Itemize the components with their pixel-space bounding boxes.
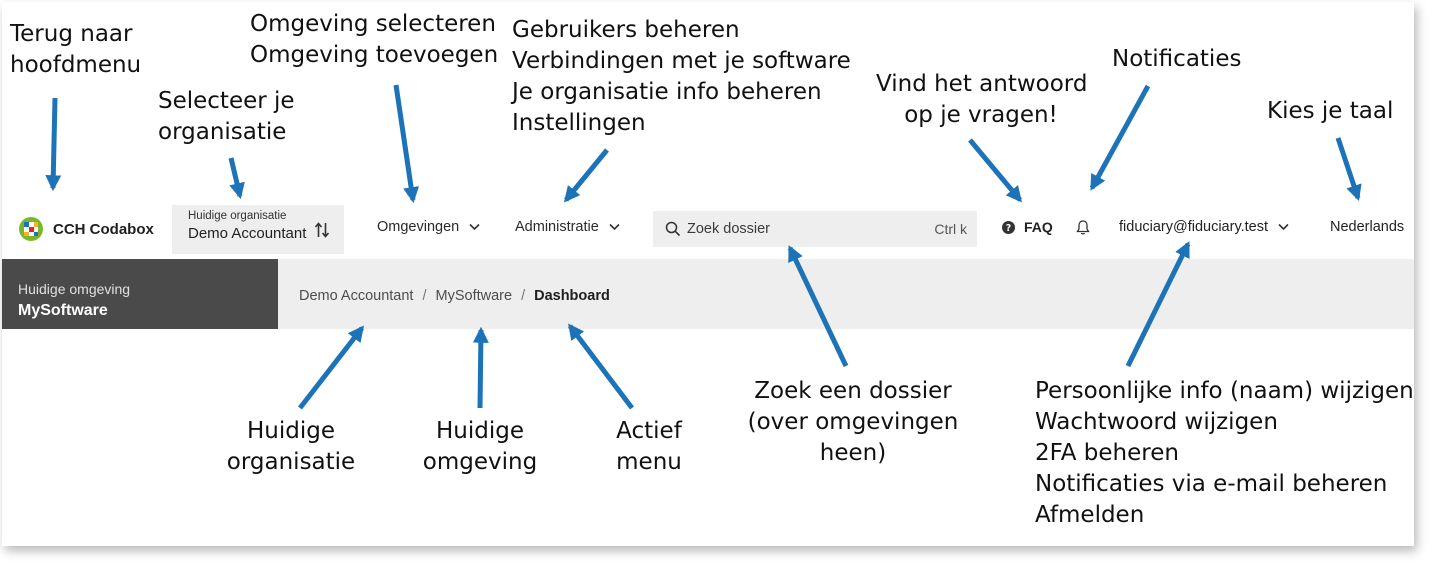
organization-selector[interactable]: Huidige organisatie Demo Accountant	[172, 205, 344, 254]
breadcrumb-separator: /	[422, 288, 427, 304]
question-circle-icon: ?	[1002, 220, 1015, 234]
environments-menu-label: Omgevingen	[377, 219, 460, 235]
svg-text:?: ?	[1006, 223, 1012, 234]
search-shortcut-hint: Ctrl k	[934, 221, 967, 237]
org-selector-label: Huidige organisatie	[188, 210, 287, 222]
faq-label: FAQ	[1024, 219, 1053, 235]
user-email: fiduciary@fiduciary.test	[1119, 219, 1269, 235]
swap-arrows-icon	[314, 222, 330, 238]
current-environment-label: Huidige omgeving	[18, 281, 131, 297]
current-environment-name: MySoftware	[18, 302, 108, 319]
faq-link[interactable]: ? FAQ	[1002, 219, 1053, 235]
chevron-down-icon	[1278, 223, 1289, 231]
codabox-logo-icon	[19, 217, 43, 241]
logo-home-link[interactable]: CCH Codabox	[18, 216, 154, 242]
org-selector-name: Demo Accountant	[188, 225, 307, 242]
current-environment-panel: Huidige omgeving MySoftware	[2, 259, 278, 329]
logo-text: CCH Codabox	[53, 220, 154, 238]
administration-menu-label: Administratie	[515, 219, 599, 235]
user-menu[interactable]: fiduciary@fiduciary.test	[1119, 219, 1289, 235]
search-input[interactable]	[687, 211, 917, 247]
breadcrumb-active-page: Dashboard	[534, 288, 610, 304]
chevron-down-icon	[609, 223, 620, 231]
search-icon	[665, 221, 681, 237]
breadcrumb-separator: /	[521, 288, 526, 304]
language-selector[interactable]: Nederlands	[1330, 219, 1405, 235]
search-box[interactable]: Ctrl k	[653, 211, 977, 247]
environments-menu[interactable]: Omgevingen	[377, 219, 480, 235]
top-navbar: CCH Codabox Huidige organisatie Demo Acc…	[2, 202, 1414, 259]
bell-icon[interactable]	[1076, 219, 1090, 236]
breadcrumb-organization[interactable]: Demo Accountant	[299, 288, 414, 304]
breadcrumb-environment[interactable]: MySoftware	[435, 288, 513, 304]
chevron-down-icon	[469, 223, 480, 231]
annotation-notifications: Notificaties	[1112, 46, 1242, 72]
breadcrumb: Demo Accountant / MySoftware / Dashboard	[299, 288, 610, 304]
sub-header: Huidige omgeving MySoftware Demo Account…	[2, 259, 1414, 329]
administration-menu[interactable]: Administratie	[515, 219, 620, 235]
annotation-language: Kies je taal	[1267, 98, 1394, 124]
